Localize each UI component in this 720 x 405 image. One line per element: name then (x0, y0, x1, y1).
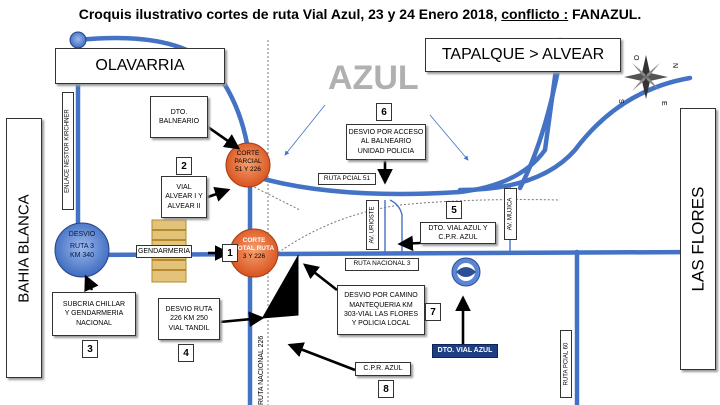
city-las-flores: LAS FLORES (680, 108, 716, 370)
note-3-number: 3 (82, 340, 98, 358)
leader-lines (261, 255, 299, 319)
note-4-box: DESVIO RUTA 226 KM 250 VIAL TANDIL (158, 298, 220, 340)
note-3-box: SUBCRIA CHILLAR Y GENDARMERIA NACIONAL (52, 292, 136, 336)
road-label-av-mujica: AV. MUJICA (504, 188, 517, 240)
desvio-ruta3-circle (54, 222, 110, 278)
road-tapalque-link (517, 57, 563, 191)
road-label-ruta-pcial-51: RUTA PCIAL 51 (318, 173, 376, 185)
compass-o: O (632, 55, 639, 61)
note-7-number: 7 (425, 303, 441, 321)
note-6-box: DESVIO POR ACCESO AL BALNEARIO UNIDAD PO… (346, 124, 426, 160)
city-tapalque: TAPALQUE > ALVEAR (425, 38, 621, 72)
compass-e: E (660, 101, 667, 106)
city-olavarria: OLAVARRIA (55, 48, 225, 84)
note-5-number: 5 (446, 201, 462, 219)
road-label-ruta-nacional-226: RUTA NACIONAL 226 (258, 335, 265, 405)
note-1-number: 1 (222, 244, 238, 262)
compass-n: N (671, 63, 678, 68)
compass-s: S (617, 99, 624, 104)
note-6-number: 6 (376, 103, 392, 121)
city-azul: AZUL (328, 59, 419, 97)
road-label-gendarmeria: GENDARMERIA (136, 245, 192, 258)
fanazul-emblem (451, 257, 481, 287)
desvio-ruta3-label: DESVIO RUTA 3 KM 340 (68, 231, 96, 259)
page-title: Croquis ilustrativo cortes de ruta Vial … (78, 6, 642, 22)
road-label-ruta-nacional-3: RUTA NACIONAL 3 (345, 258, 419, 271)
road-label-enlace: ENLACE NESTOR KIRCHNER (62, 92, 74, 210)
corte-parcial-circle (225, 142, 271, 188)
note-dto-balneario: DTO. BALNEARIO (150, 96, 208, 138)
note-2-number: 2 (176, 157, 192, 175)
olavarria-node (69, 31, 87, 49)
city-bahia-blanca: BAHIA BLANCA (6, 118, 42, 378)
note-5-box: DTO. VIAL AZUL Y C.P.R. AZUL (420, 222, 496, 244)
note-7-box: DESVIO POR CAMINO MANTEQUERIA KM 303-VIA… (337, 285, 425, 335)
note-4-number: 4 (178, 344, 194, 362)
note-2-box: VIAL ALVEAR I Y ALVEAR II (161, 176, 207, 218)
compass-rose-icon: N S E O (617, 55, 678, 106)
note-8-box: C.P.R. AZUL (355, 362, 411, 376)
road-east-curve (457, 75, 693, 193)
corte-parcial-label: CORTE PARCIAL 51 Y 226 (234, 150, 262, 174)
road-label-ruta-pcial-60: RUTA PCIAL 60 (560, 330, 572, 398)
note-dto-vial-azul: DTO. VIAL AZUL (432, 344, 498, 358)
road-label-av-urioste: AV. URIOSTE (366, 200, 379, 250)
roads (75, 35, 703, 405)
corte-total-label: CORTE TOTAL RUTA 3 Y 226 (233, 237, 275, 261)
azul-pointer-arrows (284, 104, 469, 161)
note-8-number: 8 (378, 380, 394, 398)
